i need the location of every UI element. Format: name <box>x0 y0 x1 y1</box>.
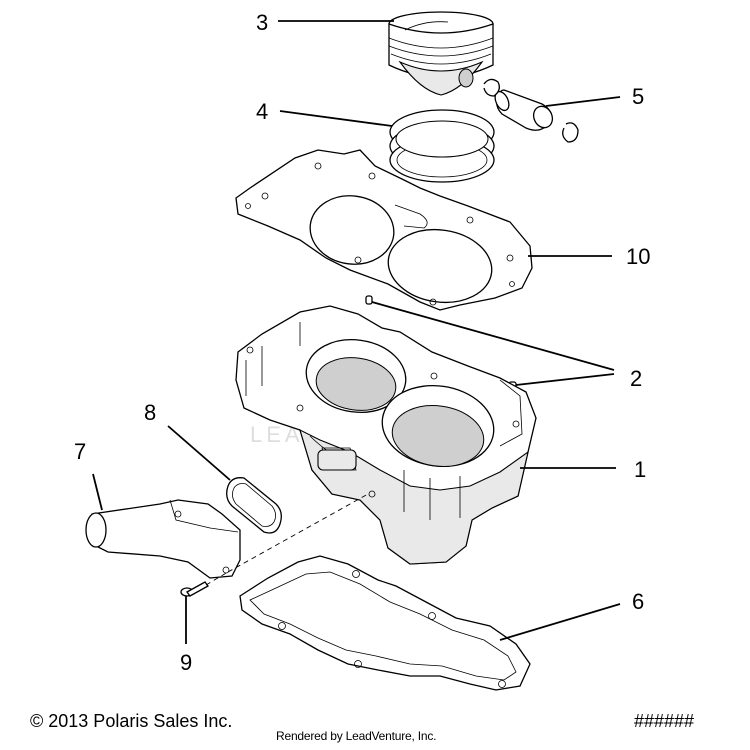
callout-numbers: 3 4 5 10 2 1 8 7 9 6 <box>74 10 650 675</box>
cylinder-block-part <box>235 305 537 565</box>
leader-8 <box>167 425 231 481</box>
callout-9: 9 <box>180 650 192 675</box>
outlet-gasket-part <box>226 477 282 534</box>
leader-7 <box>92 473 103 511</box>
leader-4 <box>279 110 393 127</box>
callout-8: 8 <box>144 400 156 425</box>
callout-5: 5 <box>632 84 644 109</box>
leader-5 <box>545 96 621 107</box>
head-gasket-part <box>235 149 533 311</box>
leader-2b <box>515 373 615 386</box>
diagram-code: ###### <box>634 711 695 731</box>
assembly-lines <box>205 493 369 586</box>
piston-part <box>388 11 494 96</box>
callout-7: 7 <box>74 439 86 464</box>
callout-2: 2 <box>630 366 642 391</box>
piston-pin-part <box>483 78 579 143</box>
copyright-text: © 2013 Polaris Sales Inc. <box>30 711 233 731</box>
rendered-by-text: Rendered by LeadVenture, Inc. <box>276 729 437 743</box>
callout-1: 1 <box>634 457 646 482</box>
piston-rings-part <box>389 109 495 183</box>
callout-4: 4 <box>256 99 268 124</box>
leader-lines <box>92 20 621 644</box>
leader-6 <box>499 603 621 641</box>
base-gasket-part <box>239 555 531 691</box>
callout-6: 6 <box>632 589 644 614</box>
callout-10: 10 <box>626 244 650 269</box>
callout-3: 3 <box>256 10 268 35</box>
bolt-part <box>180 581 209 597</box>
water-outlet-part <box>85 499 241 579</box>
leader-2a <box>371 301 615 371</box>
